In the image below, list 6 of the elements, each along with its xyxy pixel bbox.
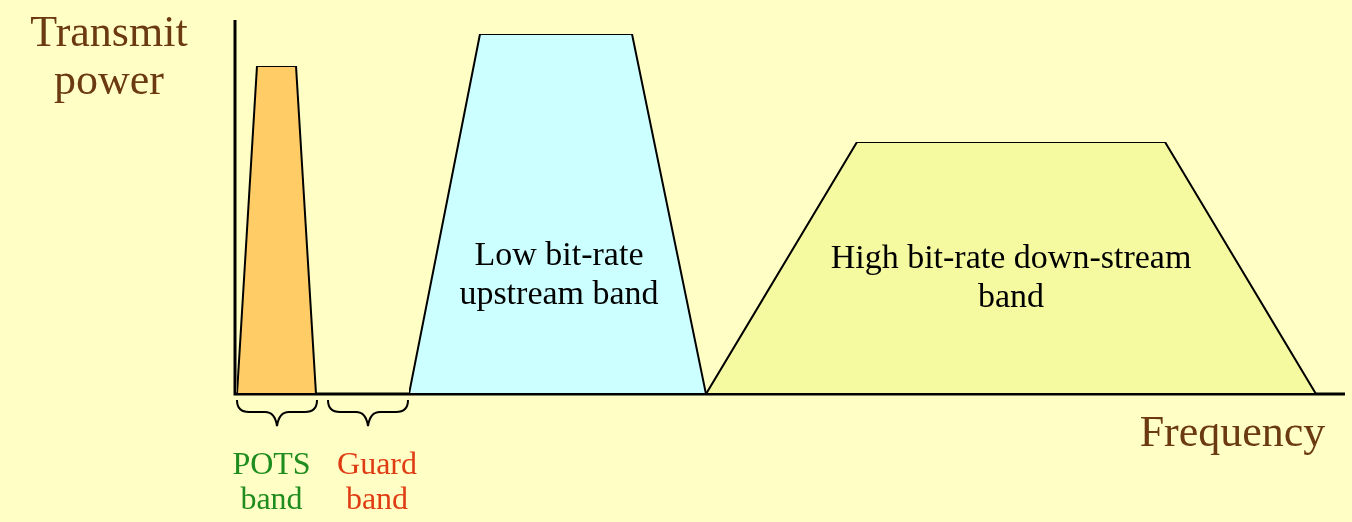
axis-title: Frequency: [1138, 408, 1327, 457]
band-caption: POTS band: [231, 446, 312, 517]
axis-title: Transmit power: [29, 8, 189, 105]
band-label: High bit-rate down-stream band: [829, 237, 1193, 316]
band-label: Low bit-rate upstream band: [458, 234, 660, 313]
band-caption: Guard band: [336, 446, 418, 517]
